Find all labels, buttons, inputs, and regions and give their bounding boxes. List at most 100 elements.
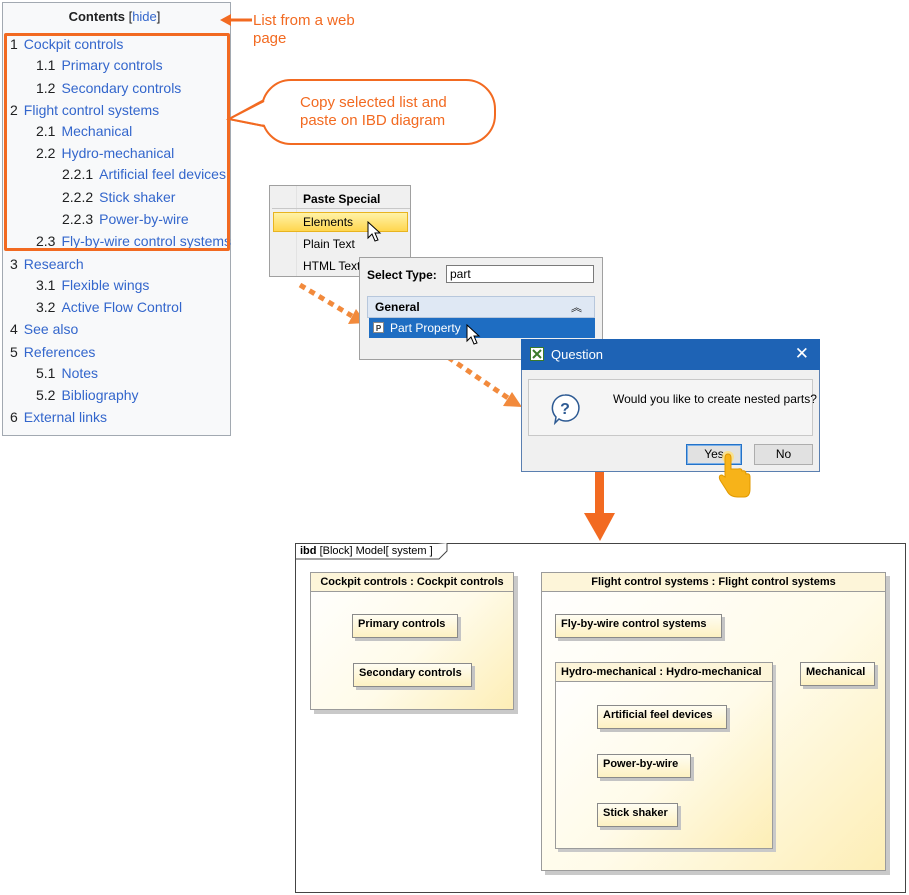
toc-label[interactable]: Fly-by-wire control systems [61,233,232,249]
dialog-message: Would you like to create nested parts? [613,392,817,406]
toc-label[interactable]: Hydro-mechanical [61,145,175,161]
toc-label[interactable]: Notes [61,365,99,381]
mouse-cursor-icon [367,221,382,242]
close-icon[interactable]: ✕ [794,344,809,363]
general-group-label: General [375,300,420,314]
toc-item-cockpit-controls[interactable]: 1 Cockpit controls [10,36,123,52]
app-icon-glyph [532,349,542,359]
select-type-input[interactable]: part [446,265,594,283]
bubble-text: Copy selected list and paste on IBD diag… [300,94,480,130]
toc-number: 2.2.2 [62,189,94,205]
toc-label[interactable]: See also [23,321,79,337]
fly-by-wire-part[interactable]: Fly-by-wire control systems [555,614,722,638]
toc-number: 2.1 [36,123,56,139]
list-arrow-head [220,14,231,26]
toc-label[interactable]: Mechanical [61,123,133,139]
mouse-cursor-icon-2 [466,324,481,345]
toc-number: 2.2.1 [62,166,94,182]
toc-label[interactable]: Secondary controls [61,80,182,96]
toc-item-active-flow-control[interactable]: 3.2 Active Flow Control [36,299,182,315]
toc-item-flexible-wings[interactable]: 3.1 Flexible wings [36,277,149,293]
secondary-controls-part[interactable]: Secondary controls [353,663,472,687]
toc-label[interactable]: Stick shaker [99,189,176,205]
contents-title-text: Contents [68,9,125,24]
menu-item-plain-text[interactable]: Plain Text [303,237,355,251]
toc-label[interactable]: Flight control systems [23,102,160,118]
toc-label[interactable]: References [23,344,96,360]
cockpit-controls-part[interactable]: Cockpit controls : Cockpit controls [310,572,514,710]
collapse-chevron-icon[interactable]: ︽ [571,302,582,314]
menu-item-elements[interactable] [273,212,408,232]
bubble-pointer-outline [225,100,265,127]
toc-item-artificial-feel-devices[interactable]: 2.2.1 Artificial feel devices [62,166,226,182]
list-note-line-2: page [253,30,287,47]
select-type-label: Select Type: [367,268,437,282]
toc-item-stick-shaker[interactable]: 2.2.2 Stick shaker [62,189,175,205]
toc-label[interactable]: Primary controls [61,57,163,73]
hide-toggle[interactable]: [hide] [129,9,161,24]
toc-label[interactable]: Cockpit controls [23,36,124,52]
hand-shape [718,453,751,498]
question-titlebar[interactable]: Question ✕ [521,339,820,370]
toc-number: 3.1 [36,277,56,293]
toc-label[interactable]: Active Flow Control [61,299,183,315]
question-bubble [551,394,580,425]
ibd-tab-label: ibd [Block] Model[ system ] [300,545,433,557]
stick-shaker-part[interactable]: Stick shaker [597,803,678,827]
primary-controls-part[interactable]: Primary controls [352,614,458,638]
dialog-title: Question [551,347,604,362]
toc-number: 3.2 [36,299,56,315]
toc-number: 5.2 [36,387,56,403]
mechanical-part[interactable]: Mechanical [800,662,875,686]
part-property-row[interactable]: P Part Property [369,318,595,338]
toc-item-hydro-mechanical[interactable]: 2.2 Hydro-mechanical [36,145,174,161]
cursor-shape [367,221,382,242]
hide-link[interactable]: hide [132,9,157,24]
toc-label[interactable]: Power-by-wire [99,211,189,227]
bubble-line-2: paste on IBD diagram [300,112,446,129]
menu-item-html-text[interactable]: HTML Text [303,259,361,273]
toc-item-mechanical[interactable]: 2.1 Mechanical [36,123,132,139]
ibd-tab-outline [295,543,448,560]
part-property-icon: P [373,322,384,333]
part-property-label: Part Property [390,321,461,335]
toc-item-notes[interactable]: 5.1 Notes [36,365,98,381]
toc-item-external-links[interactable]: 6 External links [10,409,107,425]
toc-label[interactable]: Bibliography [61,387,139,403]
toc-label[interactable]: Artificial feel devices [99,166,226,182]
ibd-tab-prefix: ibd [300,545,317,557]
toc-number: 2 [10,102,18,118]
no-button[interactable]: No [754,444,813,465]
toc-item-power-by-wire[interactable]: 2.2.3 Power-by-wire [62,211,189,227]
toc-item-fly-by-wire[interactable]: 2.3 Fly-by-wire control systems [36,233,231,249]
menu-separator [272,208,410,209]
toc-label[interactable]: Research [23,256,84,272]
list-note-line-1: List from a web [253,12,355,29]
toc-number: 6 [10,409,18,425]
toc-number: 5.1 [36,365,56,381]
bubble-line-1: Copy selected list and [300,94,447,111]
contents-box [2,2,231,436]
toc-number: 2.3 [36,233,56,249]
toc-number: 1 [10,36,18,52]
general-group-header[interactable]: General ︽ [367,296,595,318]
menu-item-elements-label[interactable]: Elements [303,215,354,229]
power-by-wire-part[interactable]: Power-by-wire [597,754,691,778]
toc-item-primary-controls[interactable]: 1.1 Primary controls [36,57,163,73]
flight-control-systems-title: Flight control systems : Flight control … [542,573,885,592]
toc-number: 1.1 [36,57,56,73]
bubble-pointer-cover [225,100,266,127]
toc-label[interactable]: Flexible wings [61,277,150,293]
toc-label[interactable]: External links [23,409,108,425]
toc-number: 2.2.3 [62,211,94,227]
toc-number: 2.2 [36,145,56,161]
hide-bracket-close: ] [156,9,161,24]
artificial-feel-devices-part[interactable]: Artificial feel devices [597,705,727,729]
cockpit-controls-title: Cockpit controls : Cockpit controls [311,573,513,592]
toc-item-bibliography[interactable]: 5.2 Bibliography [36,387,139,403]
toc-item-flight-control-systems[interactable]: 2 Flight control systems [10,102,159,118]
